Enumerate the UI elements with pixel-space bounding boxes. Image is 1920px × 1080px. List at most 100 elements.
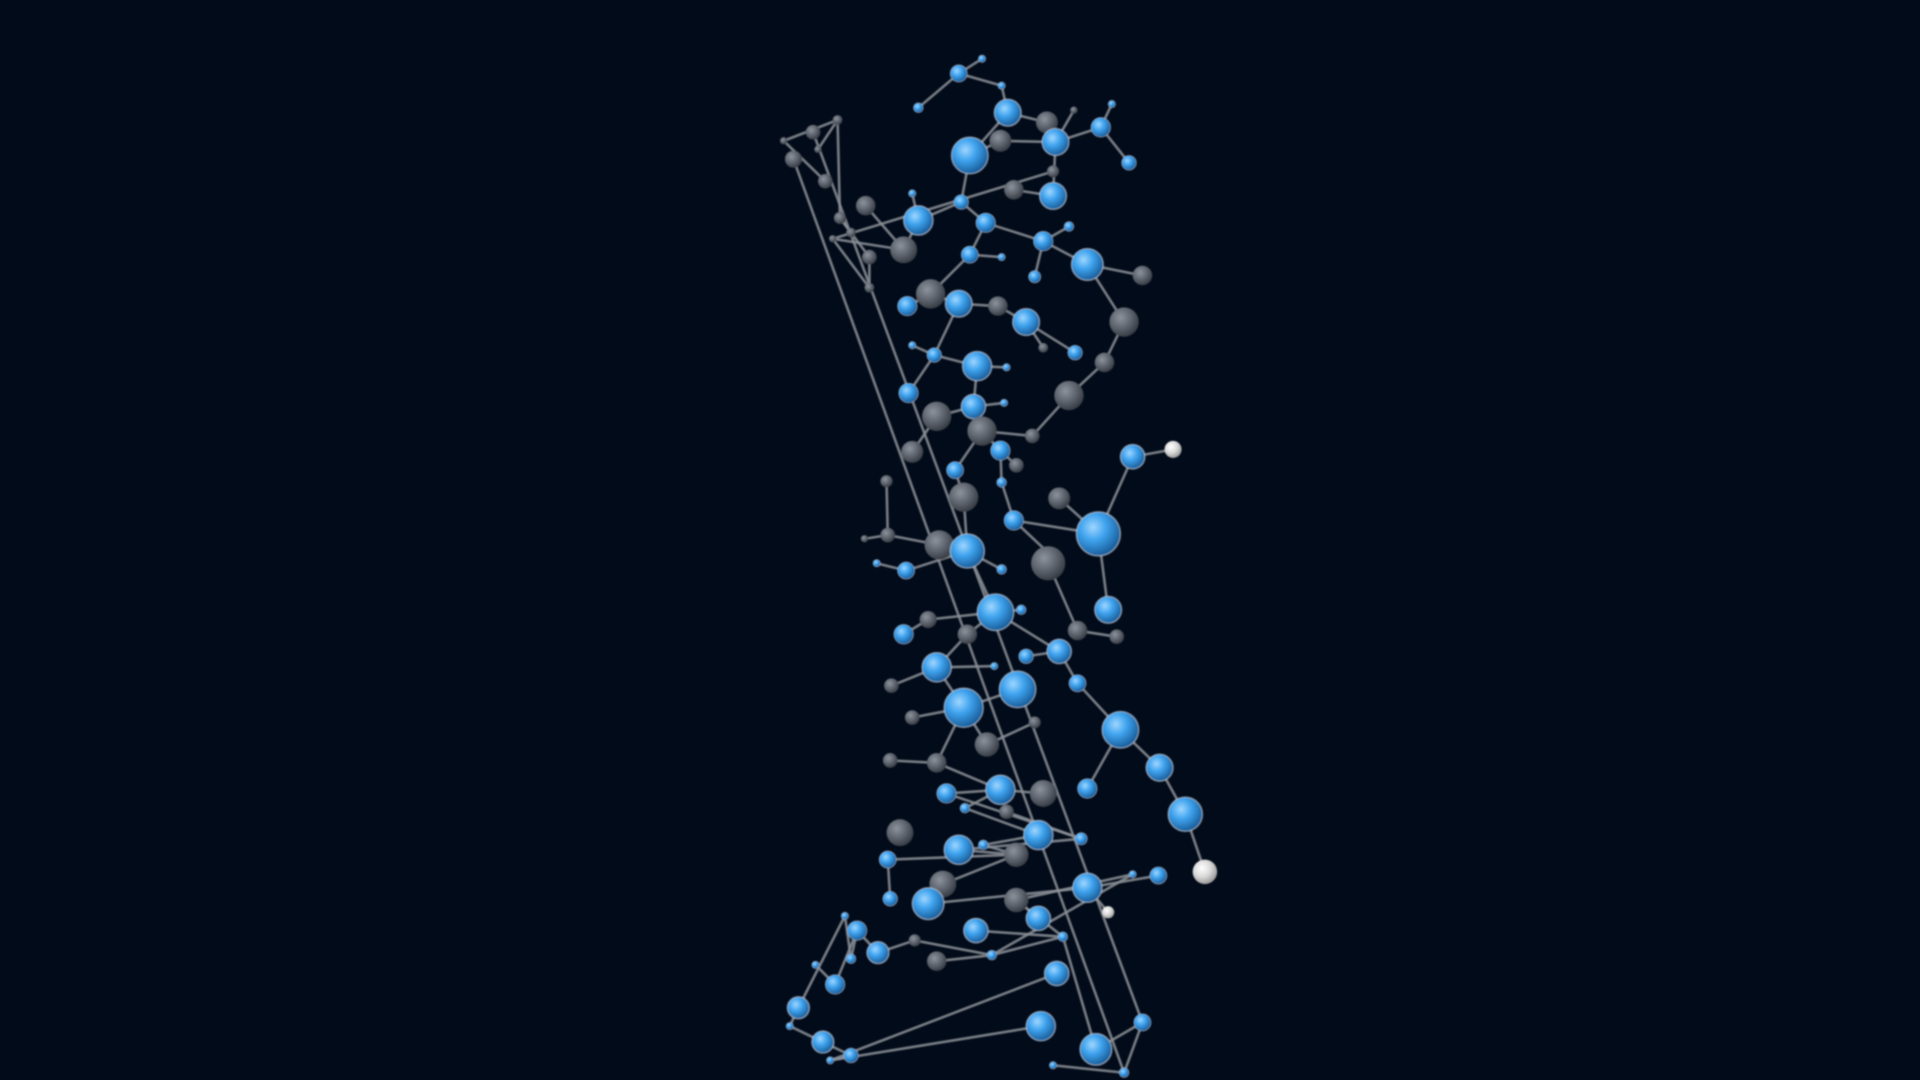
atom-backbone (1132, 265, 1153, 286)
atom-backbone (922, 401, 952, 432)
atom-backbone (1028, 716, 1041, 729)
bond (838, 216, 871, 259)
atom-backbone (919, 611, 937, 629)
atom-backbone (1094, 352, 1115, 373)
atom-backbone (926, 951, 947, 972)
atom-highlight (1067, 344, 1083, 361)
atom-highlight (960, 245, 979, 264)
atom-highlight (913, 102, 924, 114)
atom-highlight (1033, 231, 1054, 252)
atom-highlight (996, 564, 1007, 575)
atom-backbone (1067, 620, 1088, 641)
atom-highlight (811, 1030, 835, 1054)
atom-highlight (1028, 270, 1042, 284)
atom-highlight (1057, 931, 1069, 943)
atom-highlight (902, 204, 934, 236)
atom-backbone (882, 753, 898, 768)
atom-highlight (786, 996, 811, 1020)
atom-backbone (814, 145, 822, 154)
atom-highlight (1003, 510, 1025, 531)
atom-terminal (1192, 859, 1218, 885)
atom-backbone (915, 279, 946, 309)
atom-highlight (1049, 1061, 1058, 1070)
atom-backbone (1070, 106, 1078, 114)
atom-highlight (1128, 870, 1137, 879)
atom-highlight (949, 64, 968, 83)
atom-highlight (1107, 100, 1116, 109)
bond (1061, 935, 1098, 1051)
atom-highlight (811, 960, 820, 969)
atom-highlight (986, 949, 998, 961)
bond (828, 972, 1059, 1062)
atom-backbone (957, 624, 978, 645)
atom-backbone (833, 211, 847, 225)
atom-backbone (1004, 842, 1029, 867)
atom-backbone (855, 195, 876, 216)
atom-highlight (826, 1056, 835, 1065)
atom-highlight (1011, 307, 1041, 337)
atom-highlight (866, 940, 890, 965)
atom-backbone (1031, 546, 1066, 581)
atom-highlight (962, 917, 989, 944)
atom-backbone (890, 236, 918, 264)
atom-highlight (1079, 1032, 1113, 1067)
atom-highlight (998, 670, 1037, 709)
atom-backbone (880, 475, 893, 488)
atom-backbone (1109, 307, 1139, 337)
atom-highlight (1090, 117, 1111, 138)
bond (990, 935, 1065, 957)
atom-highlight (936, 783, 957, 804)
atom-highlight (1025, 905, 1052, 932)
bond (831, 237, 871, 290)
atom-highlight (961, 350, 993, 382)
bond (836, 118, 842, 220)
atom-backbone (886, 819, 914, 847)
atom-backbone (989, 129, 1012, 152)
atom-highlight (872, 559, 881, 568)
atom-highlight (882, 891, 898, 907)
atom-highlight (984, 774, 1016, 806)
atom-highlight (1149, 866, 1168, 885)
atom-terminal (1164, 440, 1182, 458)
atom-highlight (1133, 1013, 1152, 1032)
atom-highlight (843, 1047, 859, 1064)
atom-highlight (1145, 753, 1174, 782)
bond (797, 914, 847, 1010)
atom-highlight (1002, 363, 1011, 372)
atom-highlight (897, 561, 916, 580)
atom-highlight (996, 477, 1007, 488)
bond (913, 939, 994, 957)
bond (1051, 1063, 1126, 1074)
atom-backbone (1035, 111, 1058, 134)
atom-backbone (904, 710, 920, 725)
bond (974, 929, 1065, 939)
atom-highlight (997, 253, 1006, 262)
atom-highlight (953, 194, 969, 210)
atom-highlight (949, 533, 986, 569)
atom-highlight (1018, 648, 1034, 665)
atom-backbone (1109, 629, 1125, 645)
atom-highlight (997, 81, 1006, 90)
atom-highlight (993, 98, 1022, 127)
atom-highlight (960, 393, 987, 420)
atom-highlight (1077, 778, 1098, 799)
bond-layer (782, 57, 1207, 1074)
bond (885, 479, 890, 537)
bond (828, 1024, 1043, 1062)
atom-backbone (846, 227, 856, 238)
atom-highlight (959, 802, 971, 814)
atom-highlight (846, 920, 868, 941)
bond (816, 118, 839, 151)
atom-highlight (1075, 511, 1122, 557)
atom-highlight (1167, 796, 1204, 833)
atom-highlight (1022, 819, 1054, 851)
atom-highlight (908, 189, 917, 198)
atom-highlight (990, 440, 1011, 461)
atom-backbone (988, 296, 1008, 316)
atom-highlight (1015, 604, 1027, 616)
atom-backbone (884, 678, 899, 694)
atom-highlight (1071, 872, 1103, 904)
atom-highlight (975, 212, 996, 234)
atom-backbone (832, 115, 843, 125)
